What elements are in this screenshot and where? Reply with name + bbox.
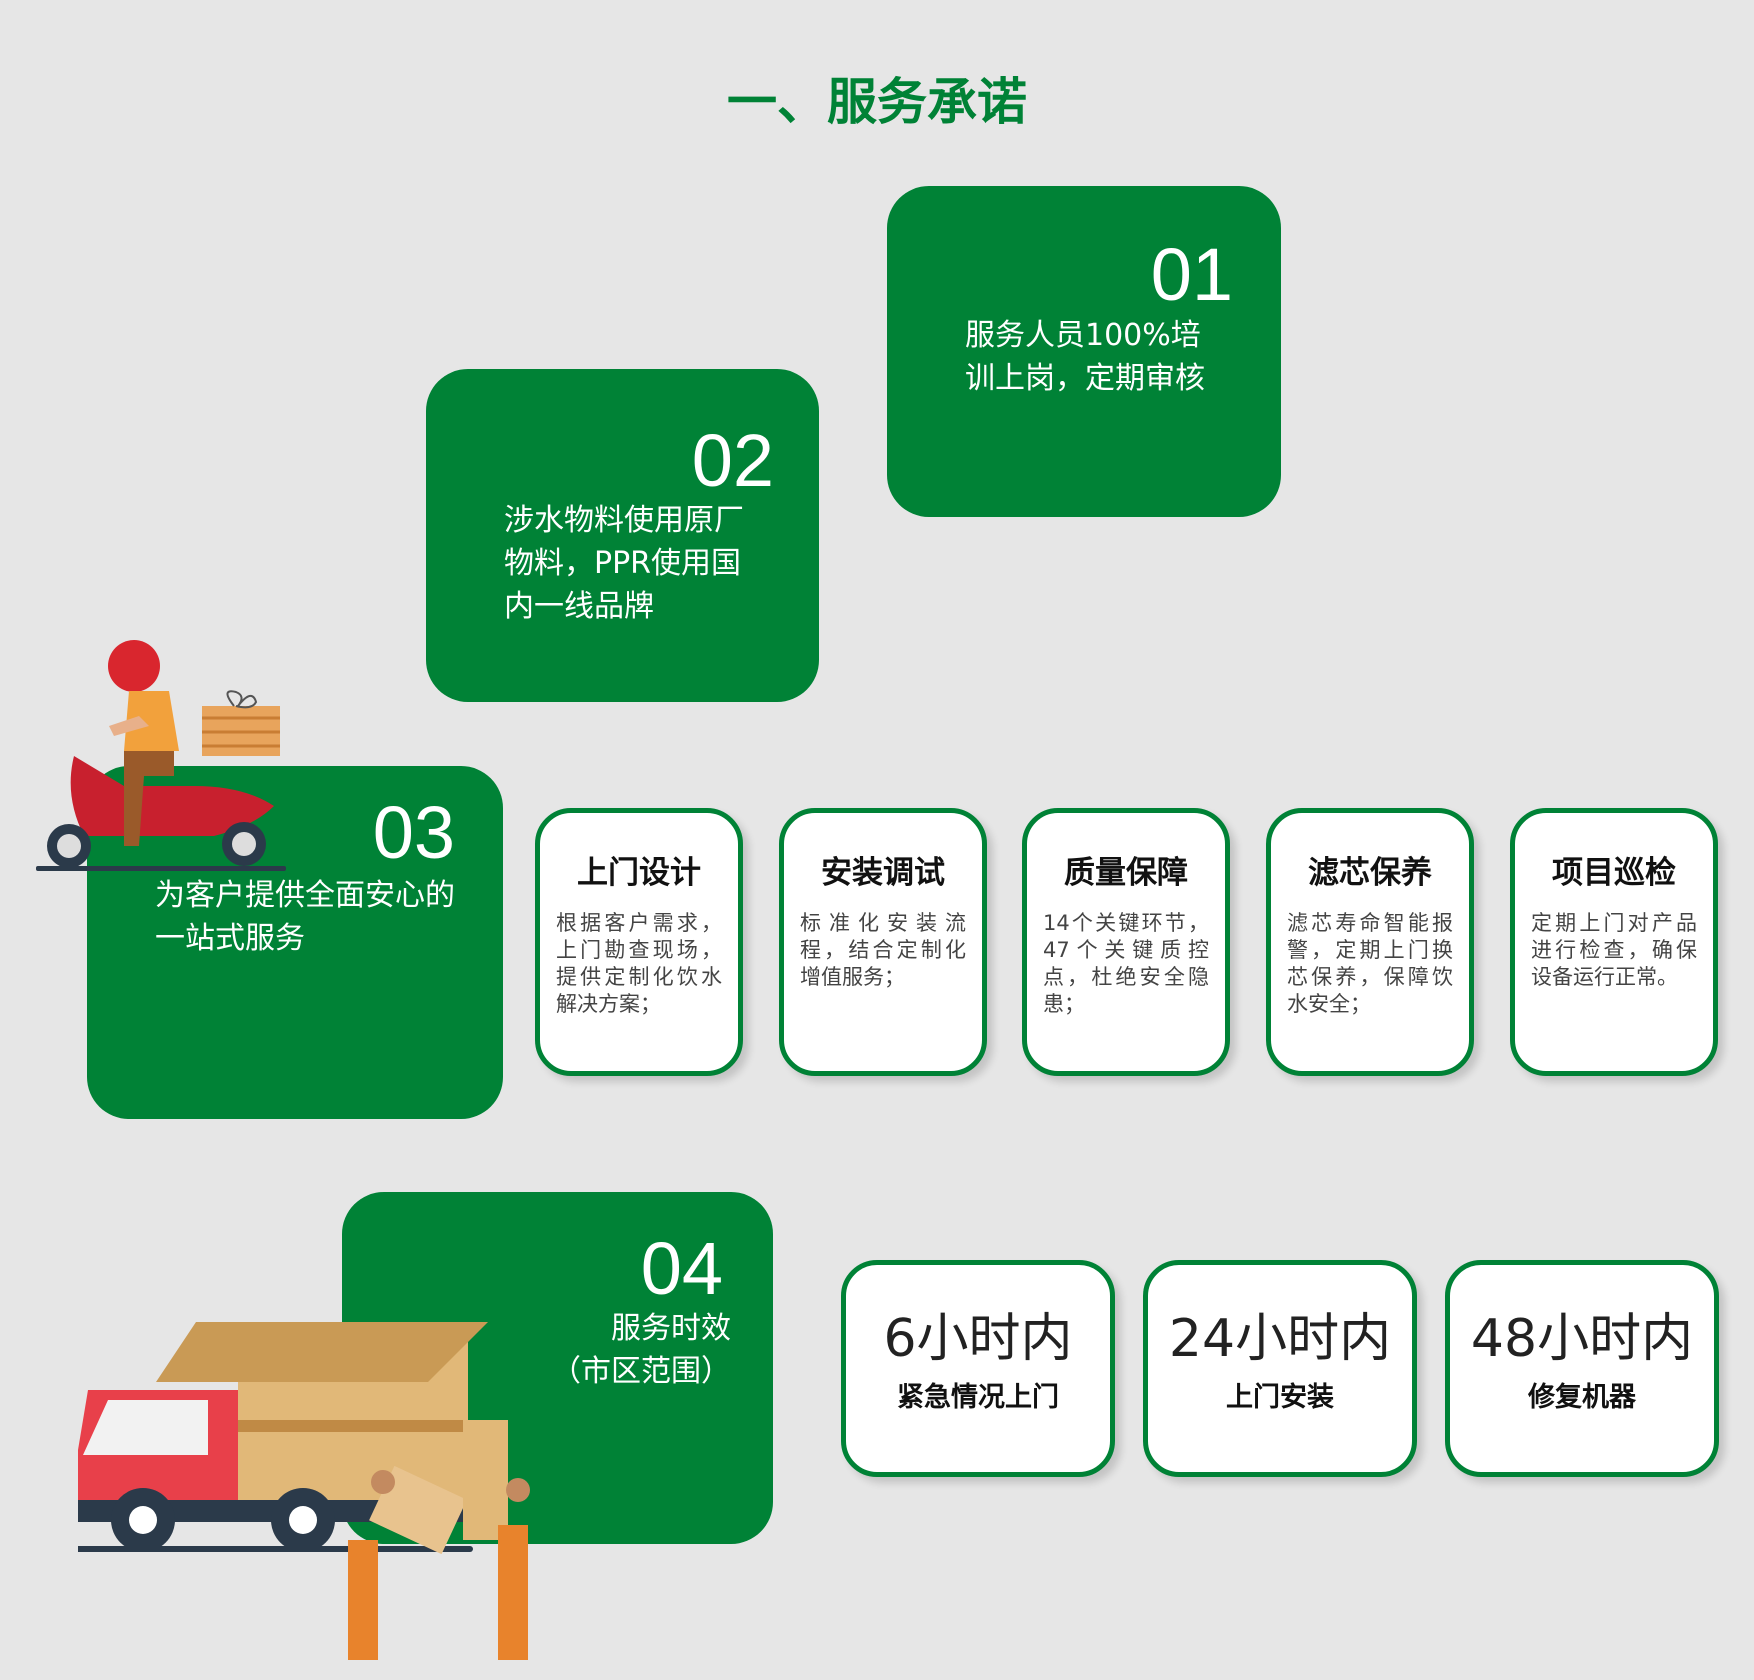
commitment-card-01: 01 服务人员100%培 训上岗，定期审核 <box>887 186 1281 517</box>
commitment-card-02: 02 涉水物料使用原厂 物料，PPR使用国 内一线品牌 <box>426 369 819 702</box>
timing-desc: 上门安装 <box>1226 1382 1334 1413</box>
timing-desc: 修复机器 <box>1528 1382 1636 1413</box>
service-card: 上门设计根据客户需求，上门勘查现场，提供定制化饮水解决方案； <box>535 808 743 1076</box>
card-text: 服务人员100%培 训上岗，定期审核 <box>965 314 1205 400</box>
service-desc: 根据客户需求，上门勘查现场，提供定制化饮水解决方案； <box>556 911 722 1016</box>
card-number: 01 <box>1150 233 1233 316</box>
card-text: 涉水物料使用原厂 物料，PPR使用国 内一线品牌 <box>504 499 744 628</box>
text-line: 服务时效 <box>611 1311 731 1346</box>
card-number: 04 <box>640 1227 723 1310</box>
text-line: 物料，PPR使用国 <box>504 546 742 581</box>
service-card: 质量保障 14个关键环节，47个关键质控点，杜绝安全隐患； <box>1022 808 1230 1076</box>
card-number: 02 <box>691 419 774 502</box>
timing-value: 6小时内 <box>883 1309 1073 1369</box>
timing-value: 24小时内 <box>1168 1309 1392 1369</box>
card-text: 服务时效 （市区范围） <box>551 1307 731 1393</box>
service-card: 滤芯保养滤芯寿命智能报警，定期上门换芯保养，保障饮水安全； <box>1266 808 1474 1076</box>
text-line: 涉水物料使用原厂 <box>504 503 744 538</box>
service-desc: 标准化安装流程，结合定制化增值服务； <box>800 911 966 989</box>
timing-card: 24小时内上门安装 <box>1143 1260 1417 1477</box>
card-number: 03 <box>372 791 455 874</box>
text-line: 为客户提供全面安心的 <box>155 878 455 913</box>
service-title: 上门设计 <box>577 855 701 891</box>
service-title: 安装调试 <box>821 855 945 891</box>
service-card: 项目巡检定期上门对产品进行检查，确保设备运行正常。 <box>1510 808 1718 1076</box>
service-title: 项目巡检 <box>1552 855 1676 891</box>
service-card: 安装调试标准化安装流程，结合定制化增值服务； <box>779 808 987 1076</box>
text-line: （市区范围） <box>551 1354 731 1389</box>
delivery-truck-illustration <box>78 1322 530 1660</box>
text-line: 一站式服务 <box>155 921 305 956</box>
text-line: 服务人员100%培 <box>965 318 1201 353</box>
service-title: 质量保障 <box>1064 855 1188 891</box>
timing-card: 48小时内修复机器 <box>1445 1260 1719 1477</box>
page-title: 一、服务承诺 <box>727 73 1027 131</box>
text-line: 训上岗，定期审核 <box>965 361 1205 396</box>
timing-value: 48小时内 <box>1470 1309 1694 1369</box>
service-desc: 定期上门对产品进行检查，确保设备运行正常。 <box>1531 911 1697 989</box>
service-title: 滤芯保养 <box>1308 855 1432 891</box>
card-text: 为客户提供全面安心的 一站式服务 <box>155 874 455 960</box>
text-line: 内一线品牌 <box>504 589 654 624</box>
service-desc: 14个关键环节，47个关键质控点，杜绝安全隐患； <box>1043 911 1209 1016</box>
timing-card: 6小时内紧急情况上门 <box>841 1260 1115 1477</box>
delivery-scooter-illustration <box>36 640 286 871</box>
timing-desc: 紧急情况上门 <box>897 1382 1059 1413</box>
service-desc: 滤芯寿命智能报警，定期上门换芯保养，保障饮水安全； <box>1287 911 1453 1016</box>
